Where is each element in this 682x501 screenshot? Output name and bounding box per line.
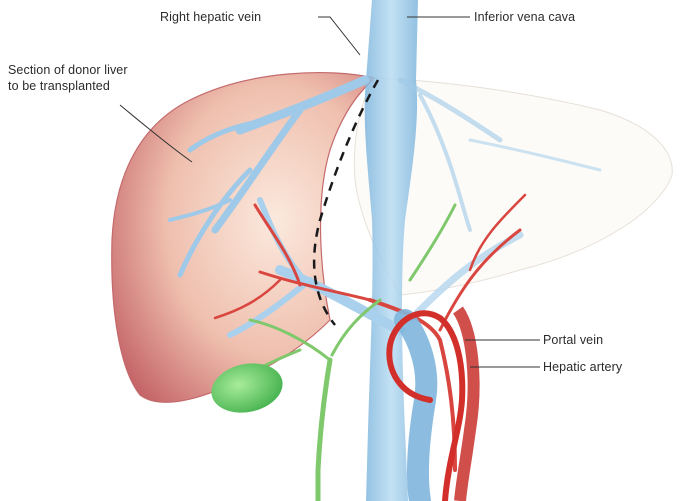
- label-donor-line-1: Section of donor liver: [8, 62, 128, 78]
- label-donor-line-2: to be transplanted: [8, 78, 128, 94]
- donor-liver-section: [112, 73, 375, 403]
- portal-vein-trunk: [405, 320, 426, 501]
- label-hepatic-artery: Hepatic artery: [543, 359, 622, 375]
- label-right-hepatic-vein: Right hepatic vein: [160, 9, 261, 25]
- label-portal-vein: Portal vein: [543, 332, 603, 348]
- label-inferior-vena-cava: Inferior vena cava: [474, 9, 575, 25]
- label-donor-liver-section: Section of donor liver to be transplante…: [8, 62, 128, 94]
